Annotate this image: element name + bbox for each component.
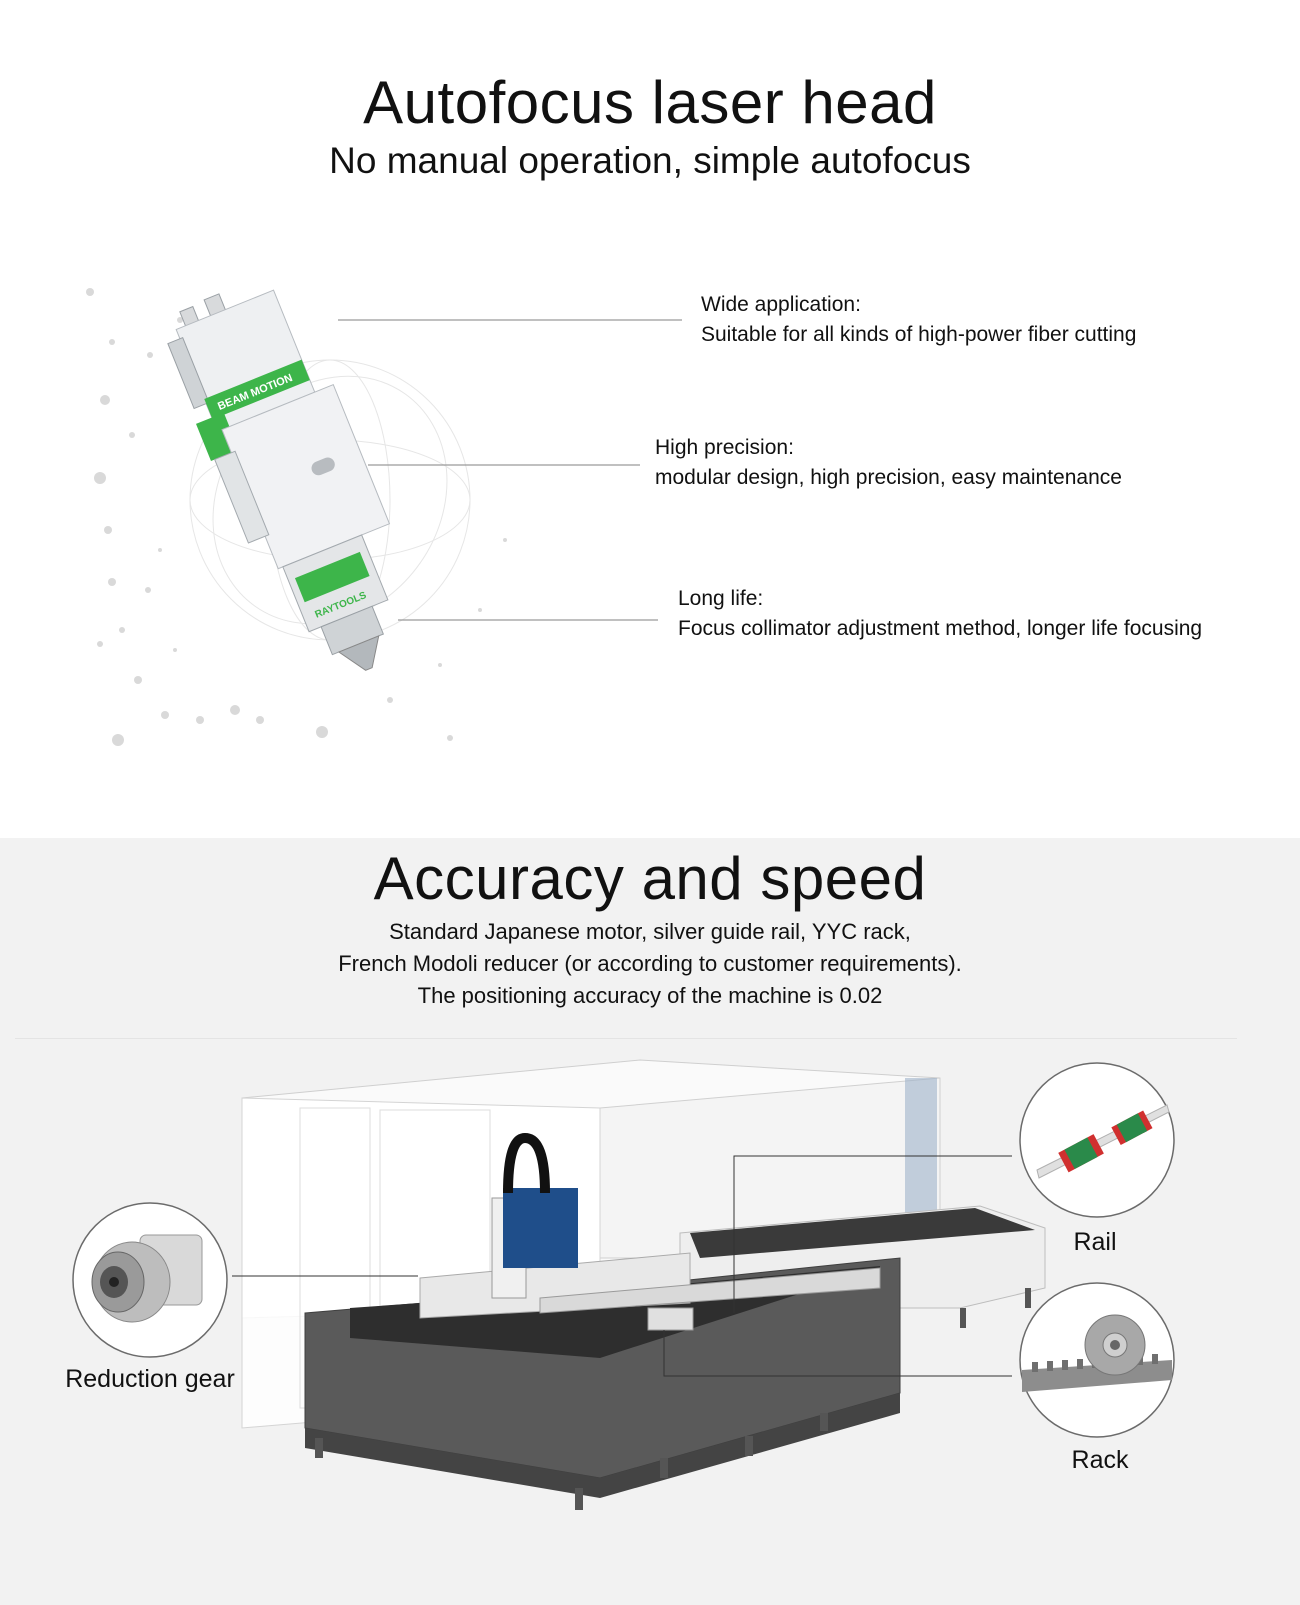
accuracy-description: Standard Japanese motor, silver guide ra… <box>0 916 1300 1012</box>
section-divider <box>15 1038 1237 1039</box>
laser-head-subtitle: No manual operation, simple autofocus <box>329 140 971 181</box>
rail-label: Rail <box>1073 1228 1117 1256</box>
rail-detail-image <box>1019 1062 1175 1218</box>
description-line: The positioning accuracy of the machine … <box>417 983 883 1008</box>
feature-text: modular design, high precision, easy mai… <box>655 466 1122 489</box>
feature-wide-application: Wide application: Suitable for all kinds… <box>701 290 1136 350</box>
laser-head-title: Autofocus laser head <box>363 69 937 136</box>
reduction-gear-detail-image <box>72 1202 228 1358</box>
feature-high-precision: High precision: modular design, high pre… <box>655 433 1122 493</box>
dot-halo-decoration <box>86 288 507 746</box>
feature-text: Suitable for all kinds of high-power fib… <box>701 323 1137 346</box>
cutting-machine-illustration <box>241 1059 1046 1510</box>
description-line: French Modoli reducer (or according to c… <box>338 951 962 976</box>
feature-text: Focus collimator adjustment method, long… <box>678 617 1203 640</box>
description-line: Standard Japanese motor, silver guide ra… <box>389 919 911 944</box>
feature-long-life: Long life: Focus collimator adjustment m… <box>678 584 1202 644</box>
accuracy-title: Accuracy and speed <box>373 845 927 912</box>
rack-label: Rack <box>1071 1446 1129 1474</box>
accuracy-section: Accuracy and speed Standard Japanese mot… <box>0 838 1300 1605</box>
feature-title: Long life: <box>678 587 764 610</box>
rack-detail-image <box>1019 1282 1175 1438</box>
feature-title: High precision: <box>655 436 794 459</box>
reduction-gear-label: Reduction gear <box>65 1365 235 1393</box>
feature-title: Wide application: <box>701 293 861 316</box>
laser-head-section: Autofocus laser head No manual operation… <box>86 69 1203 746</box>
laser-head-body: BEAM MOTION RAYTOOLS <box>167 289 391 671</box>
feature-leader-lines <box>338 319 682 621</box>
laser-head-illustration: BEAM MOTION RAYTOOLS <box>86 288 507 746</box>
callout-leader-lines <box>232 1155 1012 1377</box>
